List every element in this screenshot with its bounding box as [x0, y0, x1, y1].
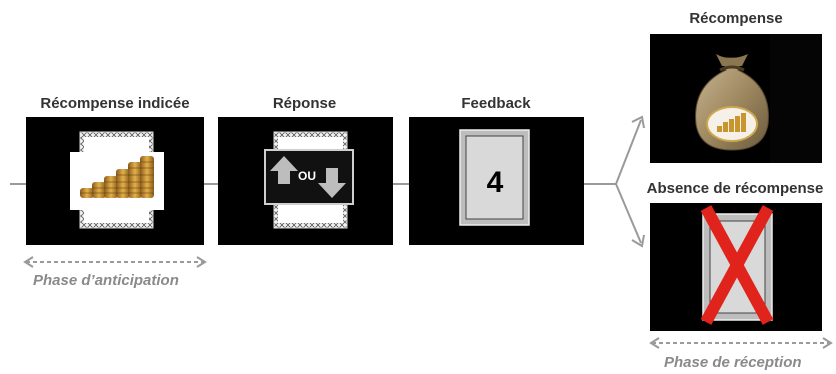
stage-label-feedback: Feedback [461, 95, 531, 112]
sequence-connector [10, 115, 645, 248]
stage-label-no-reward: Absence de récompense [646, 180, 824, 197]
stage-label-response: Réponse [272, 95, 337, 112]
no-reward-screen [650, 203, 822, 331]
arrow-up-icon [270, 156, 298, 184]
arrow-down-icon [318, 168, 346, 198]
cross-icon [700, 205, 774, 325]
stage-label-cue: Récompense indicée [40, 95, 190, 112]
response-screen: OU [218, 117, 393, 245]
feedback-card [459, 129, 530, 226]
reward-screen [650, 34, 822, 163]
feedback-screen: 4 [409, 117, 584, 245]
stage-label-reward: Récompense [689, 10, 783, 27]
reception-phase-arrow [649, 337, 833, 349]
phase-label-anticipation: Phase d’anticipation [33, 272, 179, 289]
cue-screen [26, 117, 204, 245]
phase-label-reception: Phase de réception [664, 354, 802, 371]
response-choice-word: OU [298, 169, 316, 183]
money-bag-icon [695, 54, 769, 151]
coin-stack-icon [80, 156, 154, 198]
anticipation-phase-arrow [23, 256, 207, 268]
feedback-card-value: 4 [487, 166, 504, 199]
